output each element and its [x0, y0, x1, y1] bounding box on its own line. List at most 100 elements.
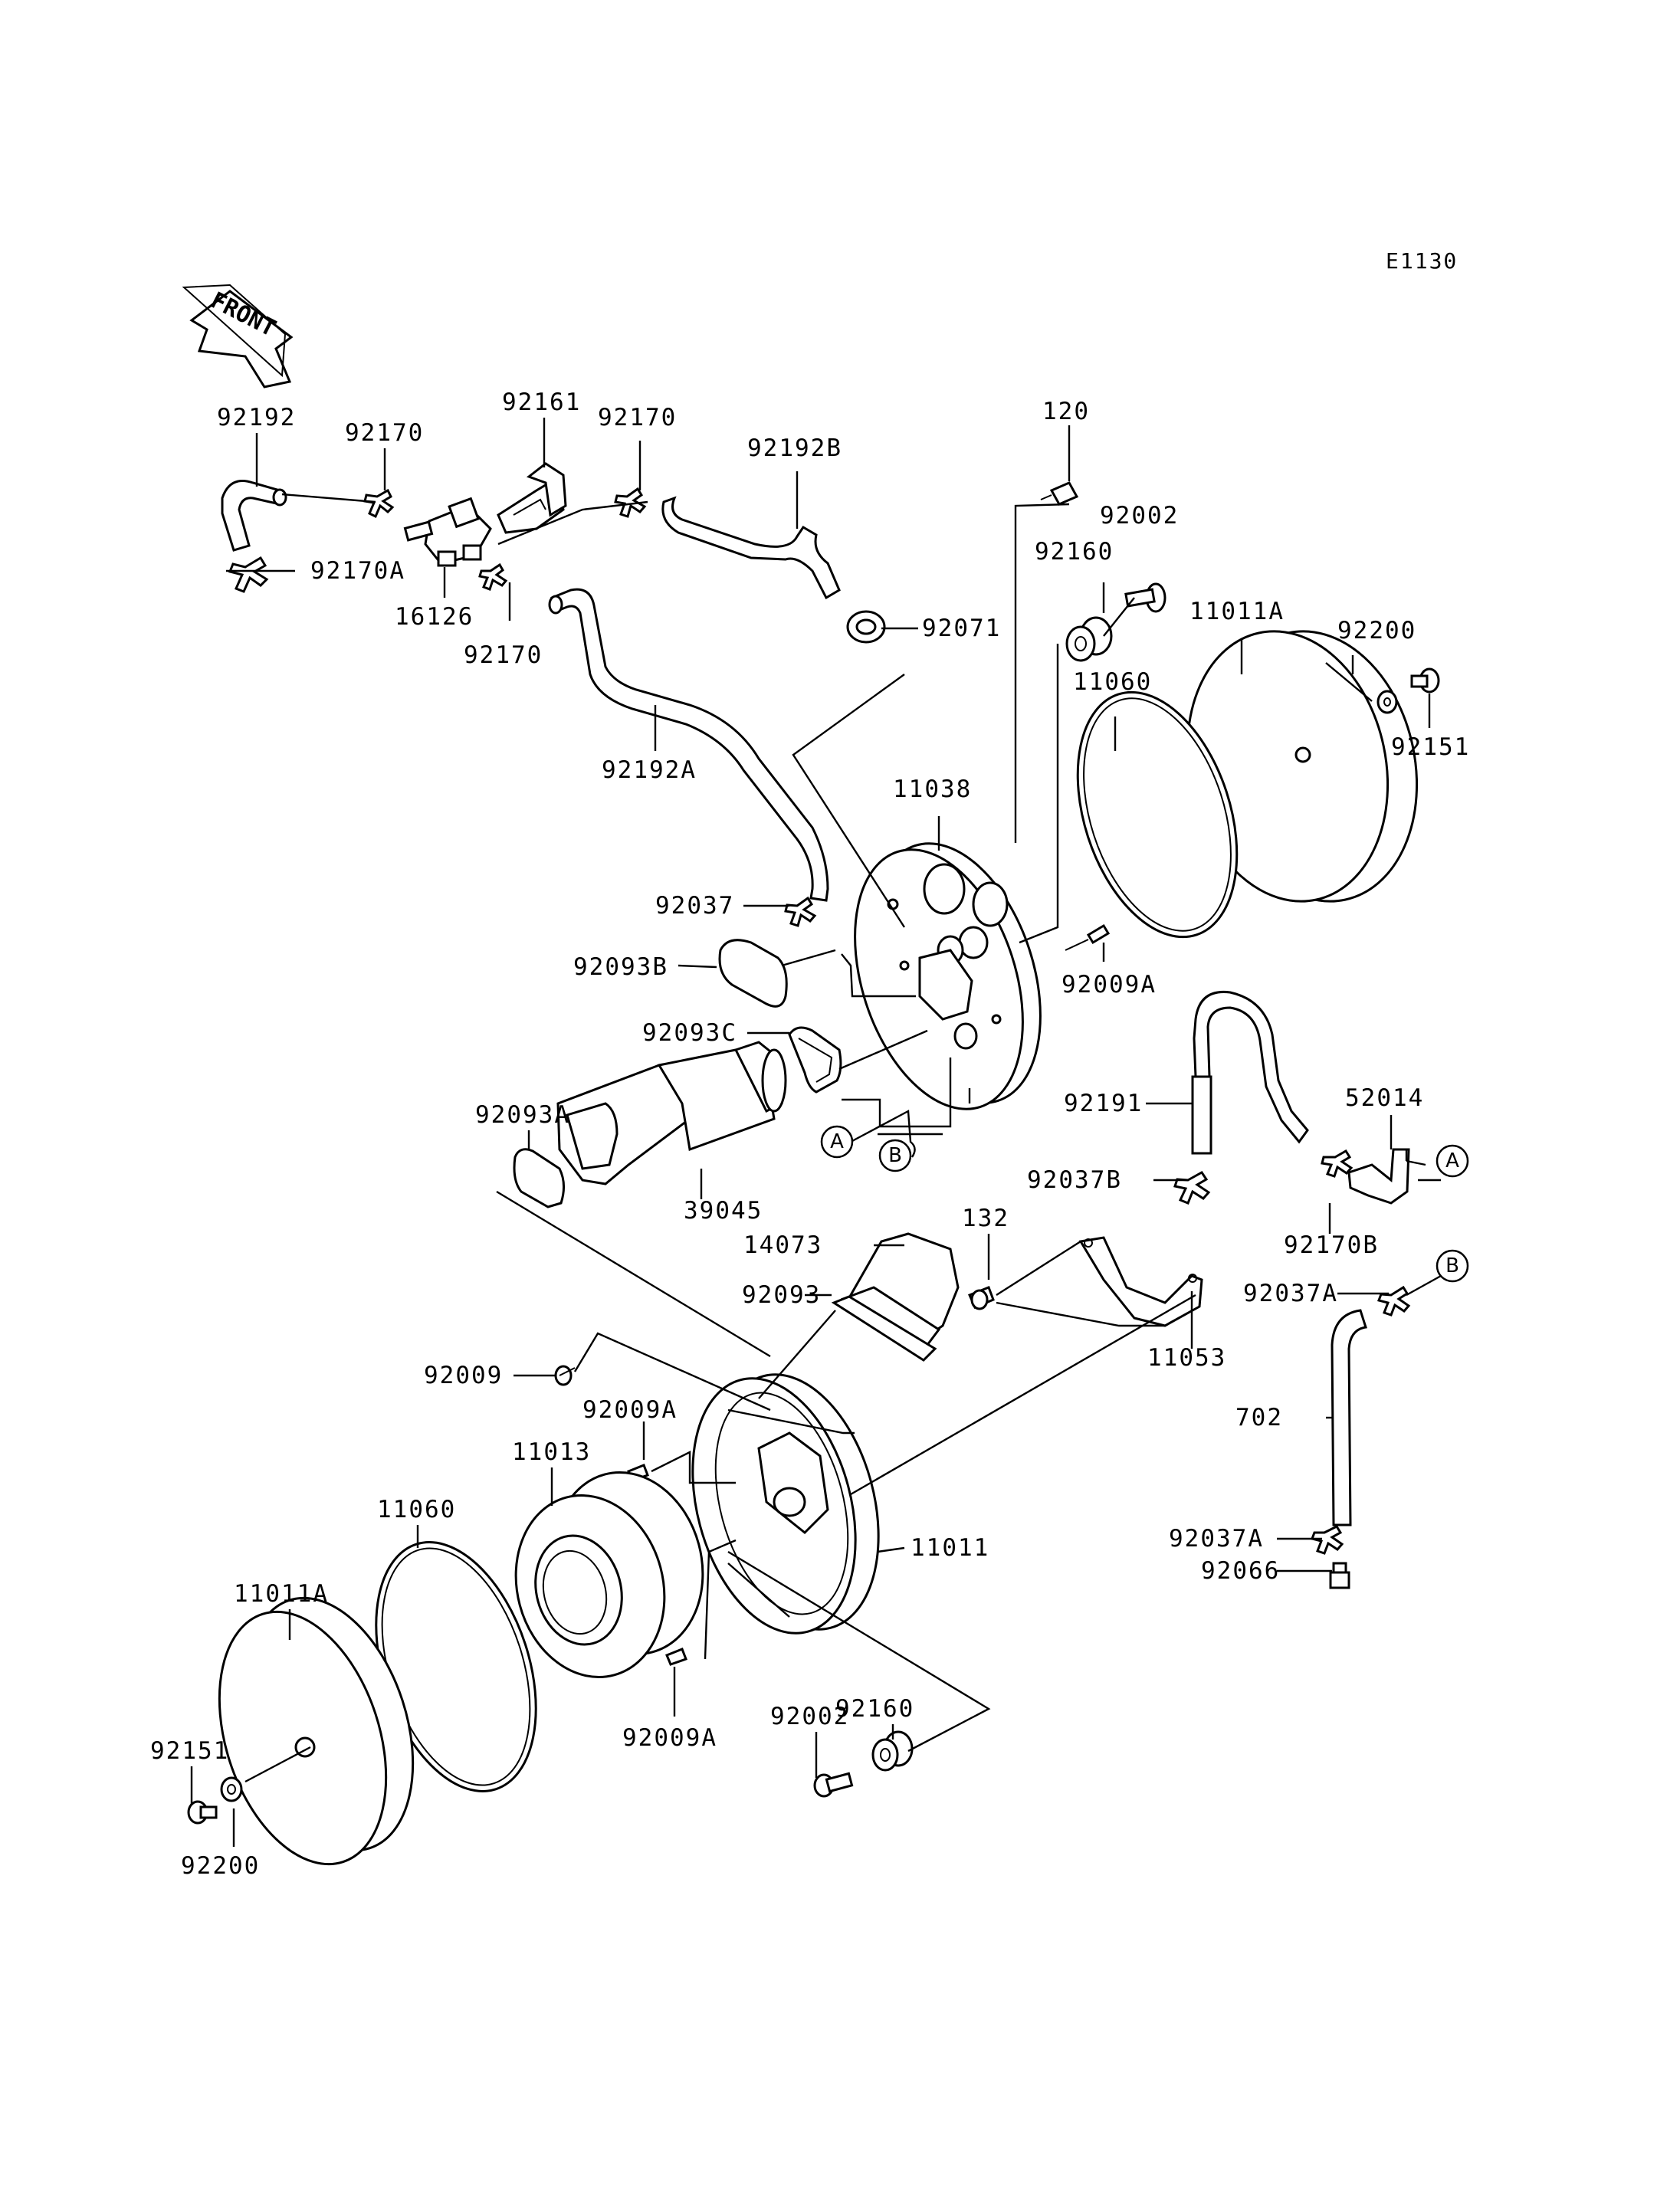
filter-11013 — [514, 1471, 704, 1678]
gasket-92093b — [718, 939, 788, 1008]
label-92170-3: 92170 — [464, 641, 543, 669]
bolt-92151-top-icon — [1410, 667, 1440, 694]
gasket-11060-top — [1076, 690, 1239, 939]
label-92192: 92192 — [217, 404, 296, 431]
label-11011: 11011 — [911, 1534, 989, 1562]
bolt-92002-top-icon — [1124, 582, 1166, 613]
label-92009: 92009 — [424, 1362, 503, 1389]
label-39045: 39045 — [684, 1197, 763, 1225]
label-92151-bottom: 92151 — [150, 1737, 229, 1765]
label-92093: 92093 — [742, 1281, 821, 1309]
front-arrow-icon: FRONT — [182, 284, 294, 389]
label-92009a-mid: 92009A — [582, 1396, 678, 1424]
part-labels: 92192 92170 92161 92170 92192B 120 92170… — [150, 389, 1470, 1880]
label-92037a-bottom: 92037A — [1169, 1525, 1264, 1553]
bolt-132-icon — [968, 1286, 995, 1310]
plug-92066 — [1329, 1562, 1350, 1589]
clamp-92037a-bottom-icon — [1311, 1525, 1344, 1555]
spacer-92160-bottom — [871, 1730, 914, 1772]
bolt-92009a-top-icon — [1065, 923, 1111, 951]
label-11011a-top: 11011A — [1189, 598, 1285, 625]
label-92161: 92161 — [502, 389, 581, 416]
label-92191: 92191 — [1064, 1090, 1143, 1117]
backing-plate-11038 — [854, 842, 1042, 1110]
label-92093b: 92093B — [573, 953, 668, 981]
label-11011a-bottom: 11011A — [234, 1580, 329, 1608]
bracket-92161 — [497, 462, 567, 534]
clamp-92170b-icon — [1321, 1149, 1354, 1178]
label-92151-top: 92151 — [1391, 733, 1470, 761]
label-92009a-bottom: 92009A — [622, 1724, 717, 1752]
hose-92192a — [548, 588, 829, 902]
label-92200-top: 92200 — [1337, 617, 1416, 644]
label-92192a: 92192A — [602, 756, 697, 784]
label-11038: 11038 — [893, 776, 972, 803]
svg-text:B: B — [888, 1144, 902, 1167]
svg-text:B: B — [1445, 1254, 1459, 1277]
label-120: 120 — [1042, 398, 1090, 425]
label-92093c: 92093C — [642, 1019, 737, 1047]
bolt-120-icon — [1040, 481, 1079, 506]
bracket-11053 — [1078, 1236, 1203, 1327]
label-11060-bottom: 11060 — [377, 1496, 456, 1523]
callout-b-right: B — [1436, 1249, 1469, 1283]
label-92170-1: 92170 — [345, 419, 424, 447]
washer-92200-bottom — [220, 1776, 243, 1802]
gasket-92093 — [831, 1295, 937, 1362]
gasket-92093a — [513, 1148, 565, 1208]
label-11013: 11013 — [512, 1438, 591, 1466]
label-92066: 92066 — [1201, 1557, 1280, 1585]
clamp-92170a-icon — [228, 556, 269, 593]
label-92002-top: 92002 — [1100, 502, 1179, 530]
label-11053: 11053 — [1147, 1344, 1226, 1372]
label-92002-bottom: 92002 — [770, 1703, 849, 1730]
label-92037b: 92037B — [1027, 1166, 1122, 1194]
label-92170a: 92170A — [310, 557, 405, 585]
cover-11011a-bottom — [218, 1596, 415, 1866]
label-92200-bottom: 92200 — [181, 1852, 260, 1880]
gasket-11060-bottom — [375, 1541, 537, 1792]
callout-b-lower: B — [878, 1139, 912, 1172]
leader-lines — [190, 418, 1442, 1847]
bolt-92009a-bottom-icon — [665, 1648, 687, 1666]
label-132: 132 — [962, 1205, 1009, 1232]
label-92009a-top: 92009A — [1061, 971, 1157, 998]
label-92170-2: 92170 — [598, 404, 677, 431]
hose-92191 — [1191, 990, 1309, 1155]
label-92160-bottom: 92160 — [835, 1695, 914, 1723]
hose-92192 — [221, 480, 287, 552]
svg-text:A: A — [1445, 1149, 1459, 1172]
hose-702 — [1331, 1309, 1367, 1526]
bolt-92002-bottom-icon — [813, 1772, 854, 1798]
hose-92192b — [661, 496, 841, 600]
breather-39045 — [556, 1041, 787, 1185]
bolt-92151-bottom-icon — [187, 1800, 218, 1825]
gasket-92093c — [788, 1026, 842, 1094]
cover-11011a-top — [1186, 630, 1419, 903]
label-52014: 52014 — [1345, 1084, 1424, 1112]
clamp-92170-low-icon — [478, 562, 508, 591]
clamp-92170-mid-icon — [614, 487, 647, 518]
clamp-92170-left-icon — [363, 488, 395, 519]
label-92093a: 92093A — [475, 1101, 570, 1129]
clamp-92037b-icon — [1173, 1171, 1211, 1205]
valve-16126 — [403, 497, 492, 567]
label-92071: 92071 — [922, 615, 1001, 642]
label-16126: 16126 — [395, 603, 474, 631]
label-92192b: 92192B — [747, 434, 842, 462]
housing-11011 — [691, 1373, 880, 1635]
callout-a-lower: A — [820, 1125, 854, 1159]
label-92037a-top: 92037A — [1243, 1280, 1338, 1307]
label-702: 702 — [1235, 1404, 1283, 1431]
label-14073: 14073 — [743, 1231, 822, 1259]
label-92160-top: 92160 — [1035, 538, 1114, 566]
elbow-52014 — [1347, 1148, 1410, 1205]
svg-text:A: A — [830, 1130, 844, 1153]
clamp-92037a-top-icon — [1377, 1285, 1411, 1317]
label-92037: 92037 — [655, 892, 734, 920]
spacer-92160-top — [1065, 616, 1113, 662]
callout-a-right: A — [1436, 1144, 1469, 1178]
label-92170b: 92170B — [1284, 1231, 1379, 1259]
label-11060-top: 11060 — [1073, 668, 1152, 696]
